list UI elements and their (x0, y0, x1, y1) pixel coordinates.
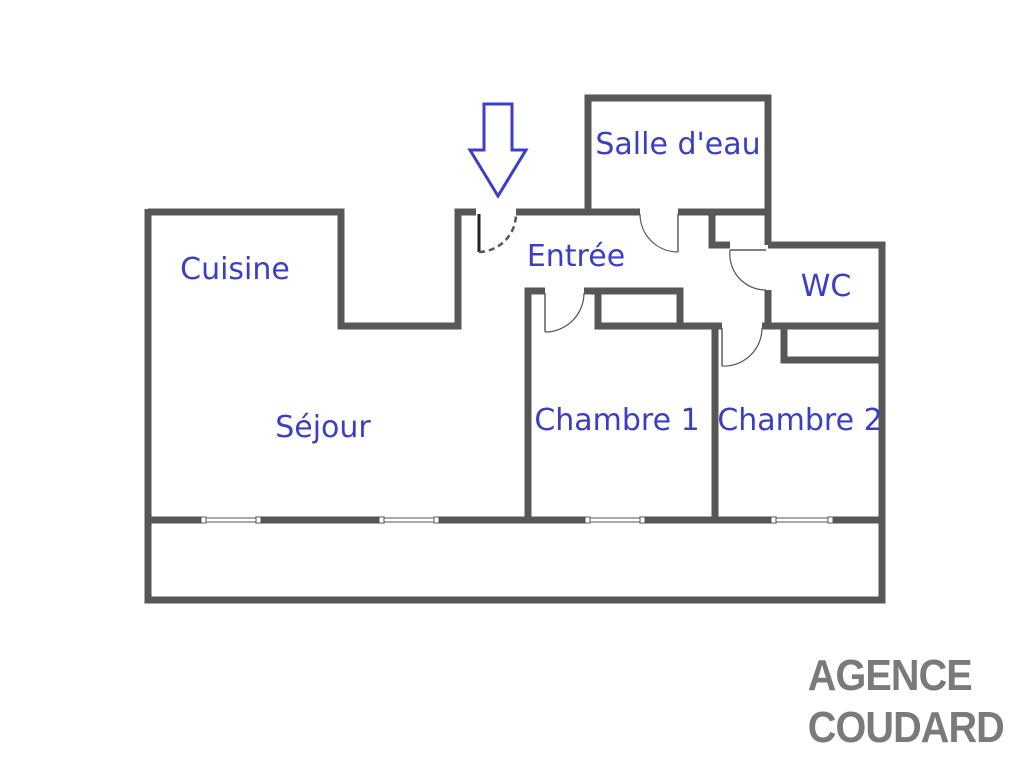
agency-logo: AGENCE COUDARD (807, 650, 1005, 754)
placard-wall (584, 287, 684, 330)
room-labels: Salle d'eau Cuisine Entrée WC Séjour Cha… (180, 127, 883, 445)
chambre2-door (721, 327, 763, 367)
windows (200, 516, 834, 524)
label-chambre-2: Chambre 2 (717, 403, 882, 438)
salle-eau-wall (584, 94, 772, 245)
chambre1-wall (524, 287, 545, 520)
window (200, 516, 262, 524)
agency-logo-line-1: AGENCE (807, 651, 973, 700)
label-salle-eau: Salle d'eau (595, 127, 760, 162)
salle-eau-door (639, 213, 679, 253)
window (584, 516, 646, 524)
label-cuisine: Cuisine (180, 252, 290, 287)
doors (477, 213, 767, 367)
walls (144, 94, 886, 604)
window (770, 516, 834, 524)
arrow-down-icon (467, 102, 529, 199)
label-wc: WC (801, 269, 852, 304)
entrance-door (477, 213, 518, 254)
closet-wall (780, 326, 882, 364)
outer-wall (148, 208, 476, 330)
wc-door (729, 249, 767, 291)
corridor-wall (708, 212, 730, 249)
window (378, 516, 440, 524)
outer-wall-south (144, 209, 886, 604)
label-chambre-1: Chambre 1 (534, 403, 699, 438)
label-sejour: Séjour (275, 410, 371, 445)
label-entree: Entrée (527, 239, 625, 274)
agency-logo-line-2: COUDARD (807, 703, 1005, 752)
chambre1-door (544, 292, 585, 333)
